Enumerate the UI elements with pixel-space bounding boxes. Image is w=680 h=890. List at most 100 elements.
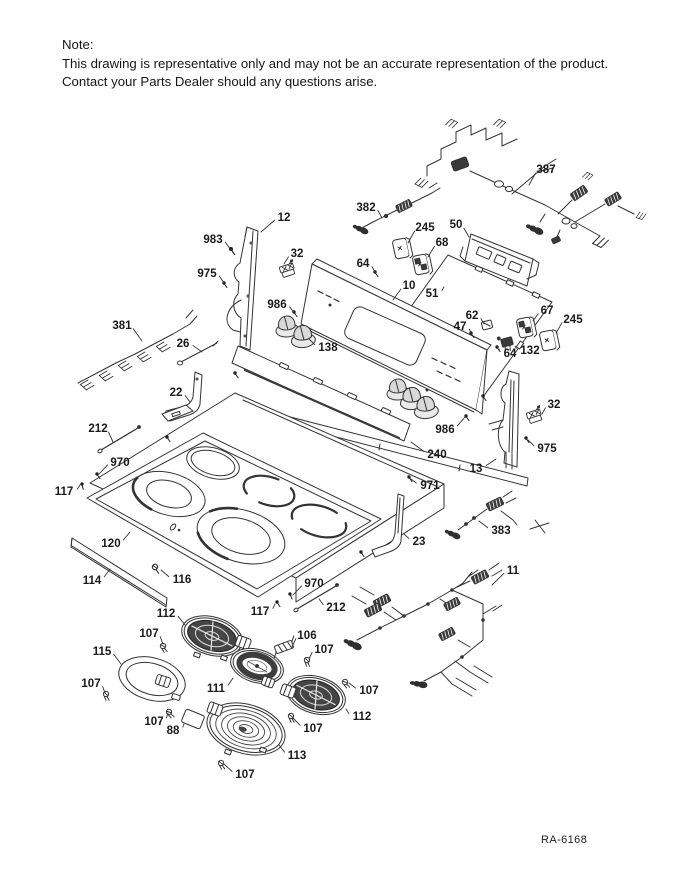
burner-top bbox=[186, 446, 240, 480]
callout-leader bbox=[184, 395, 191, 403]
callout-leader bbox=[122, 531, 131, 541]
part-number-label: 50 bbox=[450, 219, 463, 231]
callout-leader bbox=[410, 478, 417, 484]
figure-code: RA-6168 bbox=[541, 834, 588, 846]
callout-leader bbox=[108, 431, 114, 443]
part-number-label: 64 bbox=[357, 258, 370, 270]
part-number-label: 107 bbox=[81, 678, 100, 690]
callout-leader bbox=[76, 484, 81, 490]
harness-381-drawing bbox=[77, 309, 198, 392]
part-number-label: 132 bbox=[520, 345, 539, 357]
part-number-label: 986 bbox=[267, 299, 286, 311]
callout-leader bbox=[278, 744, 285, 753]
part-number-label: 64 bbox=[504, 348, 517, 360]
part-number-label: 381 bbox=[112, 320, 132, 332]
part-number-label: 116 bbox=[173, 574, 192, 586]
hinge-22-drawing bbox=[161, 371, 203, 422]
part-number-label: 111 bbox=[207, 683, 226, 695]
note-title: Note: bbox=[62, 37, 94, 52]
part-number-label: 971 bbox=[420, 480, 440, 492]
part-number-label: 240 bbox=[427, 449, 446, 461]
callout-leader bbox=[528, 172, 537, 186]
callout-leader bbox=[491, 573, 505, 586]
part-number-label: 107 bbox=[314, 644, 333, 656]
callout-leader bbox=[514, 345, 517, 349]
element-113-large-drawing bbox=[206, 701, 286, 756]
callout-leader bbox=[485, 458, 497, 466]
part-number-label: 22 bbox=[170, 387, 183, 399]
callout-leader bbox=[292, 717, 301, 726]
part-number-label: 212 bbox=[88, 423, 107, 435]
part-number-label: 387 bbox=[536, 164, 555, 176]
part-number-label: 975 bbox=[537, 443, 557, 455]
callout-leader bbox=[292, 585, 303, 596]
callout-leader bbox=[159, 636, 164, 645]
callout-leader bbox=[177, 615, 186, 626]
part-number-label: 11 bbox=[507, 565, 520, 577]
part-number-label: 47 bbox=[454, 321, 467, 333]
callout-leader bbox=[478, 520, 489, 529]
part-number-label: 51 bbox=[426, 288, 439, 300]
callout-leader bbox=[227, 677, 234, 686]
callout-leader bbox=[103, 568, 111, 578]
burner-left bbox=[131, 470, 207, 518]
part-number-label: 23 bbox=[413, 536, 426, 548]
part-number-label: 975 bbox=[197, 268, 217, 280]
cross-mark bbox=[529, 519, 550, 534]
part-number-label: 32 bbox=[291, 248, 304, 260]
part-number-label: 13 bbox=[470, 463, 483, 475]
burner-center-large bbox=[195, 506, 287, 566]
rod-212-right bbox=[293, 583, 339, 613]
callout-leader bbox=[291, 638, 297, 648]
switch-68 bbox=[411, 252, 434, 278]
callout-leader bbox=[532, 313, 539, 322]
clamp-32-right bbox=[525, 405, 544, 425]
callout-leader bbox=[410, 441, 425, 452]
screw-26-drawing bbox=[176, 340, 219, 366]
callout-leader bbox=[192, 345, 203, 353]
part-132 bbox=[496, 336, 514, 353]
element-111-center-drawing bbox=[230, 647, 284, 689]
callout-leader bbox=[480, 318, 485, 325]
part-62 bbox=[480, 319, 494, 331]
part-number-label: 88 bbox=[167, 725, 180, 737]
callout-leader bbox=[260, 219, 276, 233]
part-number-label: 68 bbox=[436, 237, 449, 249]
callout-leader bbox=[345, 708, 350, 715]
wire-383-drawing bbox=[443, 490, 550, 542]
control-board-50-drawing bbox=[459, 233, 540, 287]
part-number-label: 970 bbox=[304, 578, 323, 590]
part-number-label: 107 bbox=[144, 716, 163, 728]
trim-114-drawing bbox=[70, 537, 168, 608]
part-number-label: 382 bbox=[356, 202, 375, 214]
rod-212-left bbox=[97, 425, 141, 454]
wire-382-drawing bbox=[351, 182, 441, 237]
callout-leader bbox=[160, 569, 170, 578]
callout-leader bbox=[403, 533, 410, 539]
harness-11-drawing bbox=[341, 562, 503, 697]
part-number-label: 117 bbox=[55, 486, 74, 498]
part-number-label: 67 bbox=[541, 305, 554, 317]
plate-88-drawing bbox=[181, 708, 205, 730]
rear-rail-240-drawing bbox=[231, 345, 411, 442]
callout-leader bbox=[555, 322, 563, 334]
callout-leader bbox=[348, 682, 356, 689]
element-112-left-drawing bbox=[181, 615, 252, 662]
callout-leader bbox=[98, 464, 109, 475]
callout-leader bbox=[527, 439, 535, 447]
part-number-label: 245 bbox=[563, 314, 583, 326]
harness-387-drawing bbox=[414, 118, 648, 249]
burner-warm-zone bbox=[242, 474, 296, 508]
callout-leader bbox=[113, 653, 122, 665]
part-number-label: 107 bbox=[359, 685, 378, 697]
part-number-label: 115 bbox=[93, 646, 112, 658]
part-number-label: 113 bbox=[288, 750, 307, 762]
part-number-label: 32 bbox=[548, 399, 561, 411]
element-112-right-drawing bbox=[279, 674, 346, 716]
switch-245-left bbox=[391, 236, 414, 262]
control-panel-10-drawing bbox=[300, 258, 492, 415]
burner-right bbox=[290, 503, 348, 539]
callout-leader bbox=[392, 288, 402, 301]
callout-leader bbox=[456, 416, 466, 427]
